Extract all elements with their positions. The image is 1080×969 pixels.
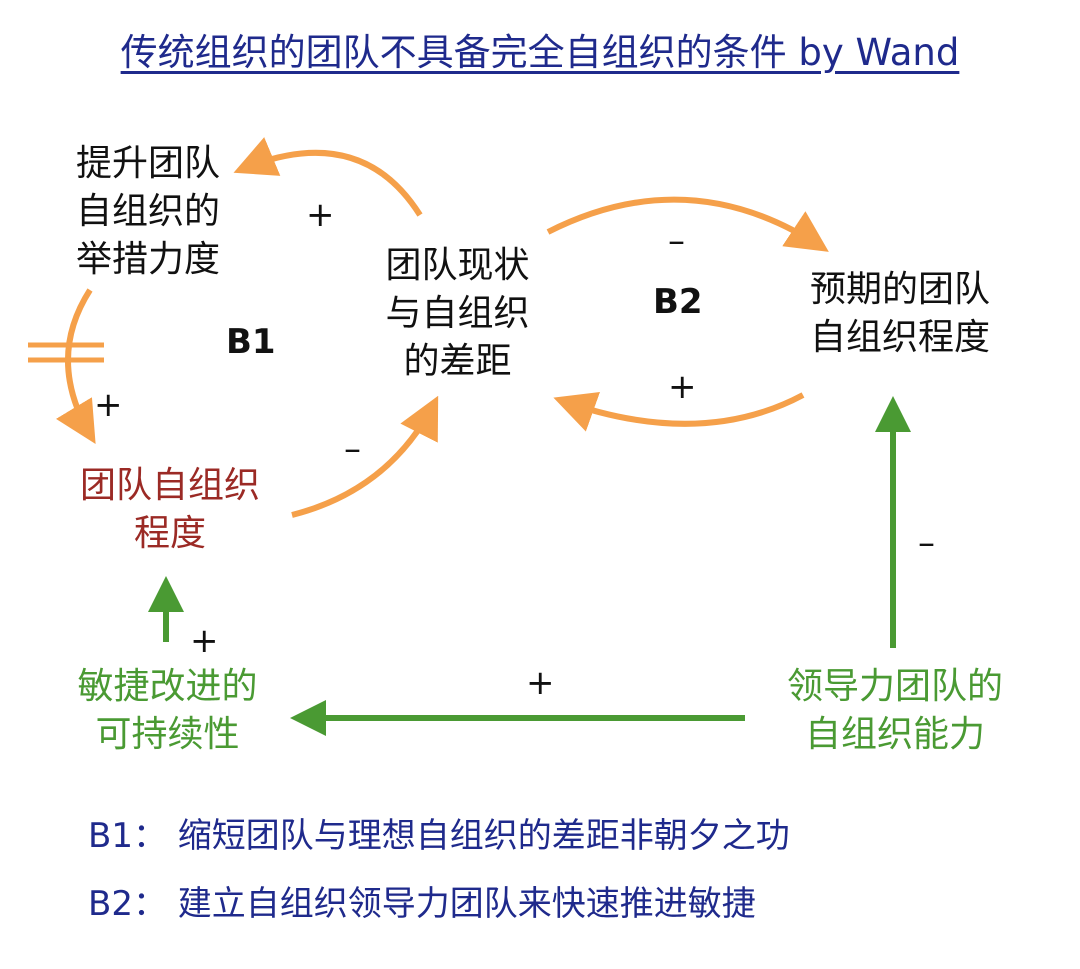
sign-gap-to-measures: + <box>306 195 335 235</box>
loop-label-b2: B2 <box>653 282 703 322</box>
sign-leadership-to-expected: – <box>918 523 935 563</box>
sign-leadership-to-agile: + <box>526 663 555 703</box>
link-expected-to-gap <box>553 391 805 432</box>
node-agile-sustainability: 敏捷改进的 可持续性 <box>77 666 258 755</box>
sign-expected-to-gap: + <box>668 367 697 407</box>
note-b2: B2： 建立自组织领导力团队来快速推进敏捷 <box>88 884 756 924</box>
sign-gap-to-expected: – <box>668 221 685 261</box>
node-gap: 团队现状 与自组织 的差距 <box>385 245 530 382</box>
node-expected: 预期的团队 自组织程度 <box>809 269 990 358</box>
link-measures-to-team <box>55 288 96 444</box>
sign-team-to-gap: – <box>344 429 361 469</box>
sign-agile-to-team: + <box>190 621 219 661</box>
node-leadership-capability: 领导力团队的 自组织能力 <box>786 666 1003 755</box>
link-gap-to-measures <box>233 137 423 217</box>
note-b1: B1： 缩短团队与理想自组织的差距非朝夕之功 <box>88 816 790 856</box>
sign-measures-to-team: + <box>94 385 123 425</box>
link-team-to-gap <box>291 395 439 518</box>
loop-label-b1: B1 <box>226 322 276 362</box>
diagram-title: 传统组织的团队不具备完全自组织的条件 by Wand <box>120 31 960 74</box>
node-team-self-organization: 团队自组织 程度 <box>79 465 260 554</box>
node-measures: 提升团队 自组织的 举措力度 <box>75 143 220 280</box>
link-gap-to-expected <box>546 196 829 252</box>
